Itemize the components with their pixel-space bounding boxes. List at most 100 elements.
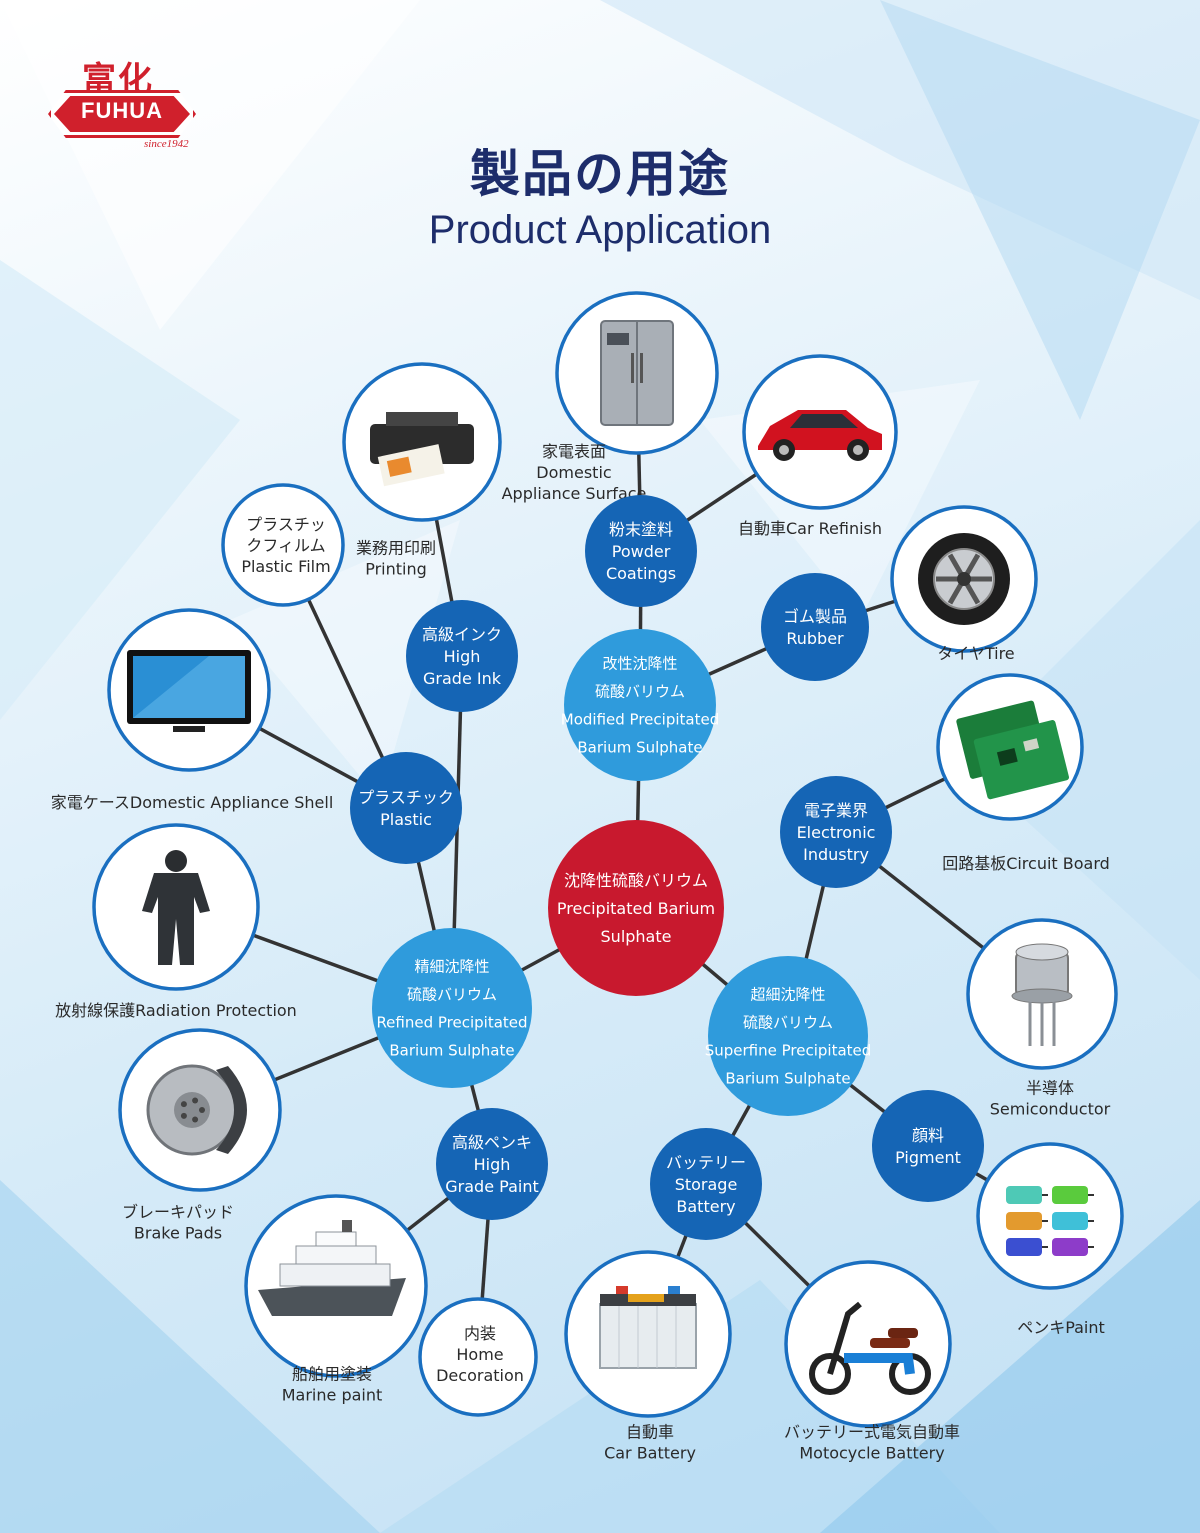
car-icon — [758, 410, 882, 461]
app-node-paint: ペンキPaint — [976, 1142, 1124, 1337]
app-node-circuit-board: 回路基板Circuit Board — [936, 673, 1110, 873]
category-circle — [761, 573, 869, 681]
app-label-brake-pads-line: Brake Pads — [134, 1223, 222, 1242]
primary-label-refined-line: 硫酸バリウム — [407, 985, 497, 1003]
category-label-powder-line: 粉末塗料 — [609, 520, 673, 539]
category-label-plastic-line: プラスチック — [358, 788, 454, 807]
app-label-semiconductor-line: Semiconductor — [990, 1099, 1111, 1118]
category-circle — [780, 776, 892, 888]
app-label-circuit-board-line: 回路基板Circuit Board — [942, 854, 1110, 873]
primary-label-refined-line: Refined Precipitated — [376, 1013, 527, 1031]
app-label-plastic-film-line: Plastic Film — [241, 557, 330, 576]
category-label-electronic-line: Electronic — [797, 823, 876, 842]
transistor-icon — [1011, 943, 1073, 1046]
app-label-plastic-film-line: クフィルム — [246, 536, 325, 555]
app-circle — [976, 1142, 1124, 1290]
center-label-line: Precipitated Barium — [557, 899, 715, 918]
primary-label-superfine-line: Barium Sulphate — [725, 1069, 850, 1087]
category-label-rubber-line: ゴム製品 — [783, 607, 847, 626]
app-label-home-decoration-line: 内装 — [464, 1324, 496, 1343]
app-label-paint-line: ペンキPaint — [1017, 1318, 1105, 1337]
app-circle — [221, 483, 345, 607]
tire-icon — [918, 533, 1010, 625]
app-label-motocycle-battery: バッテリー式電気自動車 Motocycle Battery — [784, 1422, 960, 1462]
category-circle — [406, 600, 518, 712]
primary-label-refined-line: 精細沈降性 — [414, 957, 489, 975]
app-label-plastic-film-line: プラスチッ — [246, 515, 326, 534]
app-label-tire: タイヤTire — [937, 644, 1014, 663]
app-label-semiconductor: 半導体 Semiconductor — [990, 1078, 1111, 1118]
e-scooter-icon — [809, 1301, 931, 1395]
primary-label-modified-line: 硫酸バリウム — [595, 682, 685, 700]
category-label-pigment-line: Pigment — [895, 1148, 961, 1167]
printer-icon — [370, 412, 474, 487]
app-label-paint: ペンキPaint — [1017, 1318, 1105, 1337]
category-label-plastic-line: Plastic — [380, 810, 432, 829]
circuit-board-icon — [956, 700, 1070, 800]
category-label-ink-line: High — [444, 647, 481, 666]
primary-label-superfine-line: 硫酸バリウム — [743, 1013, 833, 1031]
app-label-radiation: 放射線保護Radiation Protection — [55, 1001, 297, 1020]
category-label-battery-line: Storage — [675, 1175, 738, 1194]
app-label-brake-pads-line: ブレーキパッド — [122, 1202, 234, 1221]
tv-icon — [127, 650, 251, 732]
app-label-car-battery-line: Car Battery — [604, 1443, 696, 1462]
app-label-motocycle-battery-line: Motocycle Battery — [799, 1443, 944, 1462]
category-circle — [350, 752, 462, 864]
category-label-pigment-line: 顔料 — [912, 1126, 944, 1145]
category-circle — [436, 1108, 548, 1220]
category-circle — [872, 1090, 984, 1202]
category-label-paint-line: High — [474, 1155, 511, 1174]
app-label-motocycle-battery-line: バッテリー式電気自動車 — [784, 1422, 960, 1441]
category-label-battery-line: Battery — [676, 1197, 735, 1216]
primary-circle — [708, 956, 868, 1116]
category-label-powder-line: Coatings — [606, 564, 676, 583]
app-circle — [418, 1297, 538, 1417]
category-label-plastic: プラスチック Plastic — [358, 788, 454, 829]
app-label-home-decoration-line: Decoration — [436, 1366, 524, 1385]
category-node-pigment: 顔料 Pigment — [872, 1090, 984, 1202]
app-node-tire: タイヤTire — [890, 505, 1038, 663]
primary-circle — [372, 928, 532, 1088]
app-node-car-refinish: 自動車Car Refinish — [738, 354, 898, 538]
category-label-ink-line: 高級インク — [422, 625, 502, 644]
center-label-line: 沈降性硫酸バリウム — [564, 871, 708, 890]
paint-roller-icon — [1006, 1186, 1094, 1256]
app-label-appliance-surface-line: 家電表面 — [542, 442, 606, 461]
app-label-car-battery-line: 自動車 — [626, 1422, 674, 1441]
app-label-car-battery: 自動車 Car Battery — [604, 1422, 696, 1462]
app-label-appliance-shell-line: 家電ケースDomestic Appliance Shell — [51, 793, 334, 812]
category-label-paint-line: Grade Paint — [445, 1177, 538, 1196]
app-label-marine-line: 船舶用塗装 — [292, 1364, 372, 1383]
center-label-line: Sulphate — [601, 927, 672, 946]
category-circle — [650, 1128, 762, 1240]
primary-label-refined-line: Barium Sulphate — [389, 1041, 514, 1059]
fuhua-logo: 富化 FUHUA since1942 — [48, 58, 208, 158]
app-node-semiconductor: 半導体 Semiconductor — [966, 918, 1118, 1118]
primary-label-modified-line: 改性沈降性 — [602, 654, 677, 672]
app-label-semiconductor-line: 半導体 — [1026, 1078, 1074, 1097]
